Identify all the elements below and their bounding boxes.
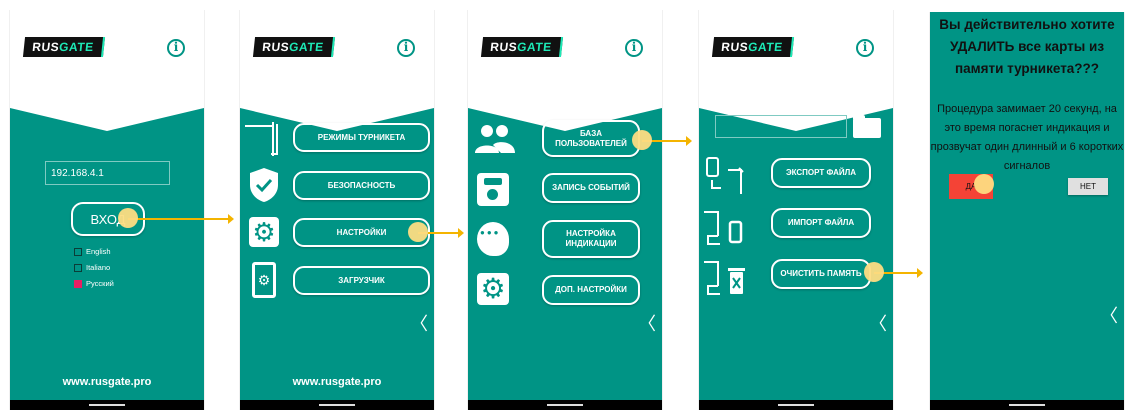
turnstile-icon [245,122,278,156]
language-russian[interactable]: Русский [74,279,114,288]
info-icon[interactable]: i [397,39,415,57]
import-file-button[interactable]: ИМПОРТ ФАЙЛА [771,208,871,238]
language-english[interactable]: English [74,247,111,256]
tap-indicator [974,174,994,194]
file-path-input[interactable] [715,115,847,138]
no-button[interactable]: НЕТ [1068,178,1108,195]
turnstile-modes-button[interactable]: РЕЖИМЫ ТУРНИКЕТА [293,123,430,152]
palette-icon: ●●● [477,222,509,256]
flow-arrow [874,268,923,278]
info-icon[interactable]: i [167,39,185,57]
clear-memory-icon [704,261,745,295]
main-menu-screen: RUSGATE i ⚙ ⚙ РЕЖИМЫ ТУРНИКЕТА БЕЗОПАСНО… [239,10,435,410]
back-button[interactable]: 〈 [638,314,656,334]
confirm-message: Процедура замимает 20 секунд, на это вре… [930,103,1124,172]
event-log-button[interactable]: ЗАПИСЬ СОБЫТИЙ [542,173,640,203]
website-link[interactable]: www.rusgate.pro [292,376,382,388]
rusgate-logo: RUSGATE [22,37,106,57]
gear-icon: ⚙ [249,217,279,247]
flow-arrow [418,228,464,238]
clear-memory-button[interactable]: ОЧИСТИТЬ ПАМЯТЬ [771,259,871,289]
flow-arrow [642,136,692,146]
confirm-title: Вы действительно хотите УДАЛИТЬ все карт… [939,17,1115,76]
user-database-screen: RUSGATE i ЭКСПОРТ ФАЙЛА ИМПОРТ ФАЙЛА ОЧИ… [698,10,894,410]
export-file-button[interactable]: ЭКСПОРТ ФАЙЛА [771,158,871,188]
additional-settings-button[interactable]: ДОП. НАСТРОЙКИ [542,275,640,305]
tap-indicator [632,130,652,150]
loader-button[interactable]: ЗАГРУЗЧИК [293,266,430,295]
back-button[interactable]: 〈 [410,314,428,334]
folder-icon[interactable] [853,115,881,138]
confirm-delete-screen: Вы действительно хотите УДАЛИТЬ все карт… [929,12,1125,410]
rusgate-logo: RUSGATE [252,37,336,57]
rusgate-logo: RUSGATE [480,37,564,57]
website-link[interactable]: www.rusgate.pro [62,376,152,388]
login-screen: RUSGATE i ВХОД English Italiano Русский … [9,10,205,410]
floppy-disk-icon [477,173,509,206]
import-file-icon [704,211,743,245]
users-icon [475,125,515,153]
flow-arrow [128,214,234,224]
user-database-button[interactable]: БАЗА ПОЛЬЗОВАТЕЛЕЙ [542,120,640,157]
info-icon[interactable]: i [625,39,643,57]
shield-check-icon [250,168,278,202]
indication-settings-button[interactable]: НАСТРОЙКА ИНДИКАЦИИ [542,220,640,258]
loader-device-icon: ⚙ [252,262,276,298]
tap-indicator [408,222,428,242]
security-button[interactable]: БЕЗОПАСНОСТЬ [293,171,430,200]
back-button[interactable]: 〈 [869,314,887,334]
ip-address-input[interactable] [45,161,170,185]
rusgate-logo: RUSGATE [711,37,795,57]
tap-indicator [118,208,138,228]
language-italiano[interactable]: Italiano [74,263,110,272]
back-button[interactable]: 〈 [1100,306,1118,326]
gear-icon: ⚙ [477,273,509,305]
export-file-icon [706,157,744,194]
settings-screen: RUSGATE i ●●● ⚙ БАЗА ПОЛЬЗОВАТЕЛЕЙ ЗАПИС… [467,10,663,410]
tap-indicator [864,262,884,282]
info-icon[interactable]: i [856,39,874,57]
